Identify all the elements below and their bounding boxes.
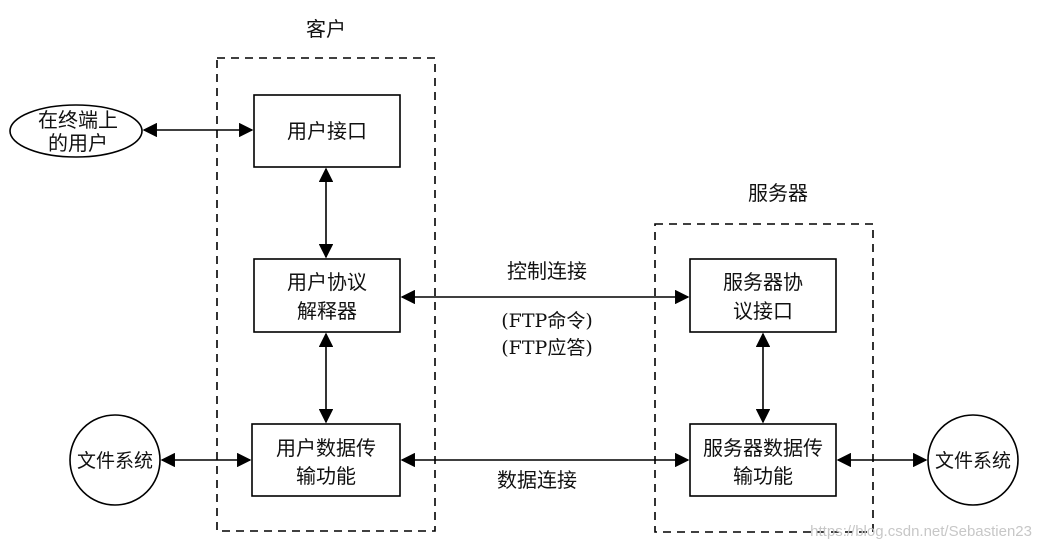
server-group-boundary xyxy=(654,223,874,533)
server-pi-box xyxy=(689,258,837,333)
watermark-text: https://blog.csdn.net/Sebastien23 xyxy=(810,523,1032,540)
user-dtp-box xyxy=(251,423,401,497)
server-pi-line2: 议接口 xyxy=(733,299,793,323)
client-group-label: 客户 xyxy=(306,17,346,41)
user-dtp-line1: 用户数据传 xyxy=(276,436,376,460)
terminal-user-node xyxy=(9,104,143,158)
file-system-right-label: 文件系统 xyxy=(935,450,1011,472)
server-group-label: 服务器 xyxy=(748,181,808,205)
terminal-user-line1: 在终端上 xyxy=(38,108,118,132)
file-system-left-label: 文件系统 xyxy=(77,450,153,472)
ftp-replies-label: (FTP应答) xyxy=(501,337,592,359)
ftp-commands-label: (FTP命令) xyxy=(501,310,592,332)
server-pi-line1: 服务器协 xyxy=(723,270,803,294)
server-dtp-line2: 输功能 xyxy=(733,464,793,488)
user-interface-box xyxy=(253,94,401,168)
user-dtp-line2: 输功能 xyxy=(296,464,356,488)
data-connection-label: 数据连接 xyxy=(497,468,577,492)
control-connection-label: 控制连接 xyxy=(507,259,587,283)
user-pi-box xyxy=(253,258,401,333)
server-dtp-line1: 服务器数据传 xyxy=(703,436,823,460)
user-pi-line2: 解释器 xyxy=(297,299,357,323)
terminal-user-line2: 的用户 xyxy=(48,131,108,155)
user-pi-line1: 用户协议 xyxy=(287,270,367,294)
server-dtp-box xyxy=(689,423,837,497)
file-system-left-node xyxy=(69,414,161,506)
user-interface-label: 用户接口 xyxy=(287,119,367,143)
file-system-right-node xyxy=(927,414,1019,506)
